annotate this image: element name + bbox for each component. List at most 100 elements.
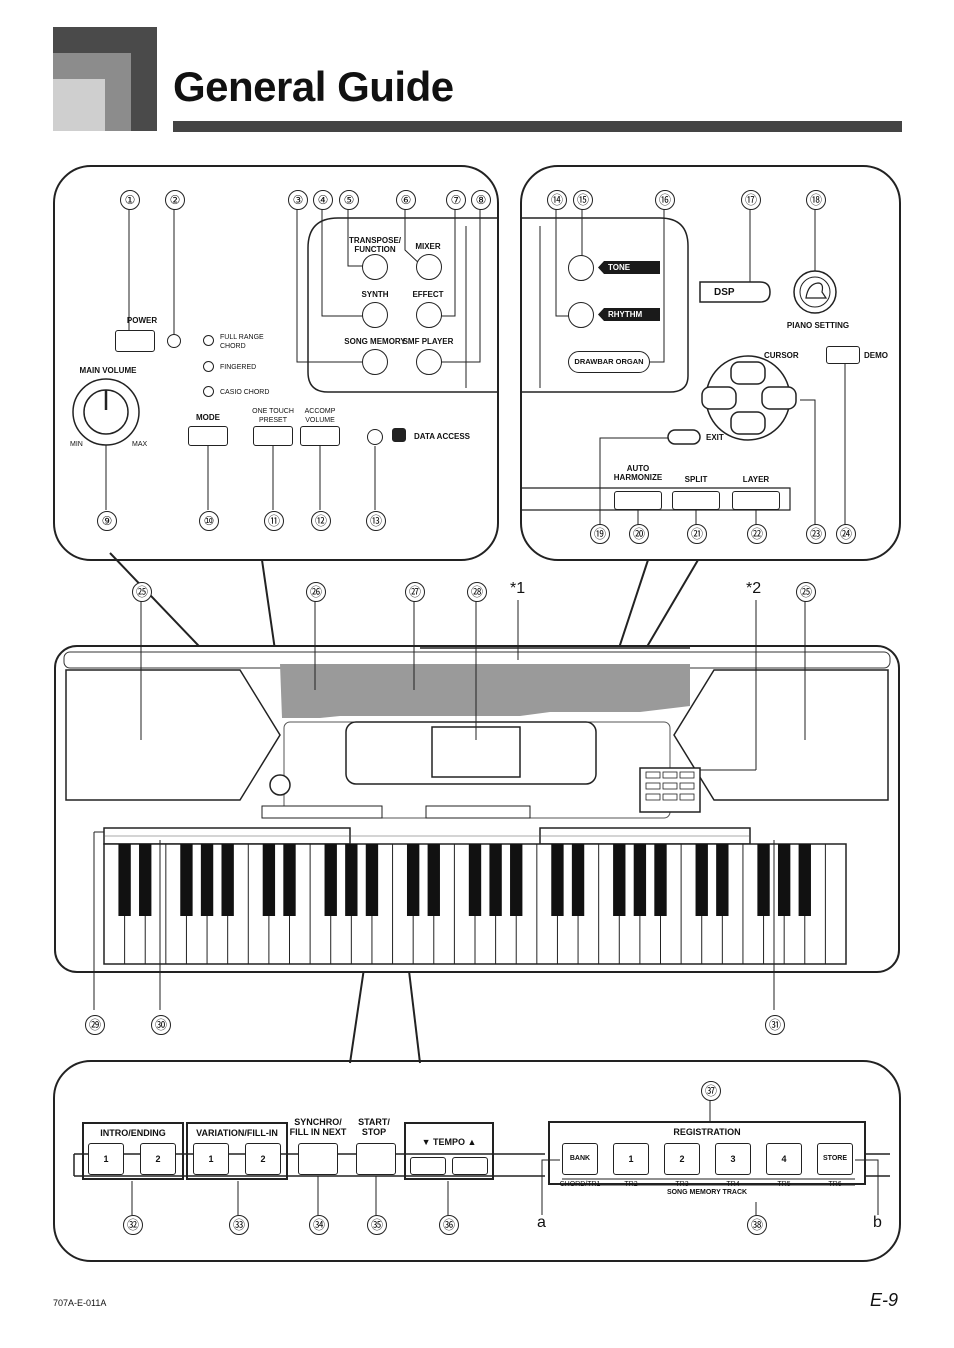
registration-1-button[interactable]: 1 [613, 1143, 649, 1175]
black-key [221, 844, 234, 916]
mixer-button[interactable] [416, 254, 442, 280]
rhythm-tag: RHYTHM [598, 308, 660, 321]
registration-3-button[interactable]: 3 [715, 1143, 751, 1175]
drawbar-organ-button[interactable]: DRAWBAR ORGAN [568, 351, 650, 373]
intro-ending-2-button[interactable]: 2 [140, 1143, 176, 1175]
variation-fill-in-label: VARIATION/FILL-IN [196, 1128, 278, 1138]
effect-button[interactable] [416, 302, 442, 328]
start-stop-button[interactable] [356, 1143, 396, 1175]
tone-tag: TONE [598, 261, 660, 274]
marker-27: ㉗ [405, 582, 425, 602]
layer-label: LAYER [742, 475, 770, 484]
one-touch-preset-button[interactable] [253, 426, 293, 446]
intro-ending-label: INTRO/ENDING [100, 1128, 166, 1138]
tempo-up-button[interactable] [452, 1157, 488, 1175]
piano-setting-label: PIANO SETTING [786, 321, 850, 330]
data-access-label: DATA ACCESS [414, 432, 470, 441]
fingered-led [203, 361, 214, 372]
store-button[interactable]: STORE [817, 1143, 853, 1175]
tempo-group [404, 1122, 494, 1180]
marker-30: ㉚ [151, 1015, 171, 1035]
marker-3: ③ [288, 190, 308, 210]
song-memory-button[interactable] [362, 349, 388, 375]
layer-button[interactable] [732, 491, 780, 510]
tone-button[interactable] [568, 255, 594, 281]
intro-ending-1-button[interactable]: 1 [88, 1143, 124, 1175]
marker-9: ⑨ [97, 511, 117, 531]
song-memory-track-label: SONG MEMORY TRACK [666, 1189, 748, 1196]
auto-harmonize-button[interactable] [614, 491, 662, 510]
black-key [716, 844, 729, 916]
casio-chord-label: CASIO CHORD [220, 389, 270, 396]
black-key [798, 844, 811, 916]
marker-31: ㉛ [765, 1015, 785, 1035]
right-control-panel [520, 165, 901, 561]
registration-2-button[interactable]: 2 [664, 1143, 700, 1175]
black-key [757, 844, 770, 916]
black-key [654, 844, 667, 916]
marker-12: ⑫ [311, 511, 331, 531]
black-key [633, 844, 647, 916]
registration-label: REGISTRATION [673, 1127, 741, 1137]
bank-button[interactable]: BANK [562, 1143, 598, 1175]
marker-29: ㉙ [85, 1015, 105, 1035]
smf-player-label: SMF PLAYER [402, 337, 454, 346]
variation-fill-in-2-button[interactable]: 2 [245, 1143, 281, 1175]
exit-button[interactable] [668, 430, 700, 444]
tempo-down-button[interactable] [410, 1157, 446, 1175]
black-key [200, 844, 214, 916]
marker-6: ⑥ [396, 190, 416, 210]
left-control-panel [53, 165, 499, 561]
footnote-star-1: *1 [510, 580, 526, 597]
main-volume-label: MAIN VOLUME [79, 366, 137, 375]
keyboard-keys[interactable] [104, 844, 846, 964]
marker-21: ㉑ [687, 524, 707, 544]
track-label-tr3: TR3 [675, 1181, 689, 1188]
track-label-tr6: TR6 [828, 1181, 842, 1188]
marker-38: ㊳ [747, 1215, 767, 1235]
mode-button[interactable] [188, 426, 228, 446]
effect-label: EFFECT [412, 290, 444, 299]
split-button[interactable] [672, 491, 720, 510]
power-button[interactable] [115, 330, 155, 352]
black-key [510, 844, 523, 916]
synth-button[interactable] [362, 302, 388, 328]
black-key [262, 844, 276, 916]
black-key [283, 844, 296, 916]
marker-1: ① [120, 190, 140, 210]
marker-24: ㉔ [836, 524, 856, 544]
callout-b: b [873, 1214, 882, 1231]
main-volume-knob[interactable] [84, 390, 128, 434]
marker-18: ⑱ [806, 190, 826, 210]
marker-32: ㉜ [123, 1215, 143, 1235]
marker-35: ㉟ [367, 1215, 387, 1235]
track-label-chord-tr1: CHORD/TR1 [559, 1181, 601, 1188]
mode-label: MODE [196, 413, 220, 422]
accomp-volume-button[interactable] [300, 426, 340, 446]
marker-8: ⑧ [471, 190, 491, 210]
demo-label: DEMO [864, 351, 888, 360]
marker-5: ⑤ [339, 190, 359, 210]
black-key [695, 844, 708, 916]
marker-10: ⑩ [199, 511, 219, 531]
rhythm-button[interactable] [568, 302, 594, 328]
demo-button[interactable] [826, 346, 860, 364]
marker-16: ⑯ [655, 190, 675, 210]
black-key [118, 844, 131, 916]
smf-player-button[interactable] [416, 349, 442, 375]
data-access-lamp [367, 429, 383, 445]
synchro-fill-in-next-label: SYNCHRO/ FILL IN NEXT [289, 1117, 347, 1137]
cursor-label: CURSOR [764, 351, 799, 360]
registration-4-button[interactable]: 4 [766, 1143, 802, 1175]
start-stop-label: START/ STOP [358, 1117, 390, 1137]
cursor-pad[interactable] [706, 356, 790, 440]
marker-37: ㊲ [701, 1081, 721, 1101]
piano-setting-knob[interactable] [794, 271, 836, 313]
variation-fill-in-1-button[interactable]: 1 [193, 1143, 229, 1175]
dsp-button[interactable] [700, 282, 770, 302]
transpose-function-button[interactable] [362, 254, 388, 280]
split-label: SPLIT [684, 475, 708, 484]
black-key [427, 844, 440, 916]
synchro-fill-in-next-button[interactable] [298, 1143, 338, 1175]
